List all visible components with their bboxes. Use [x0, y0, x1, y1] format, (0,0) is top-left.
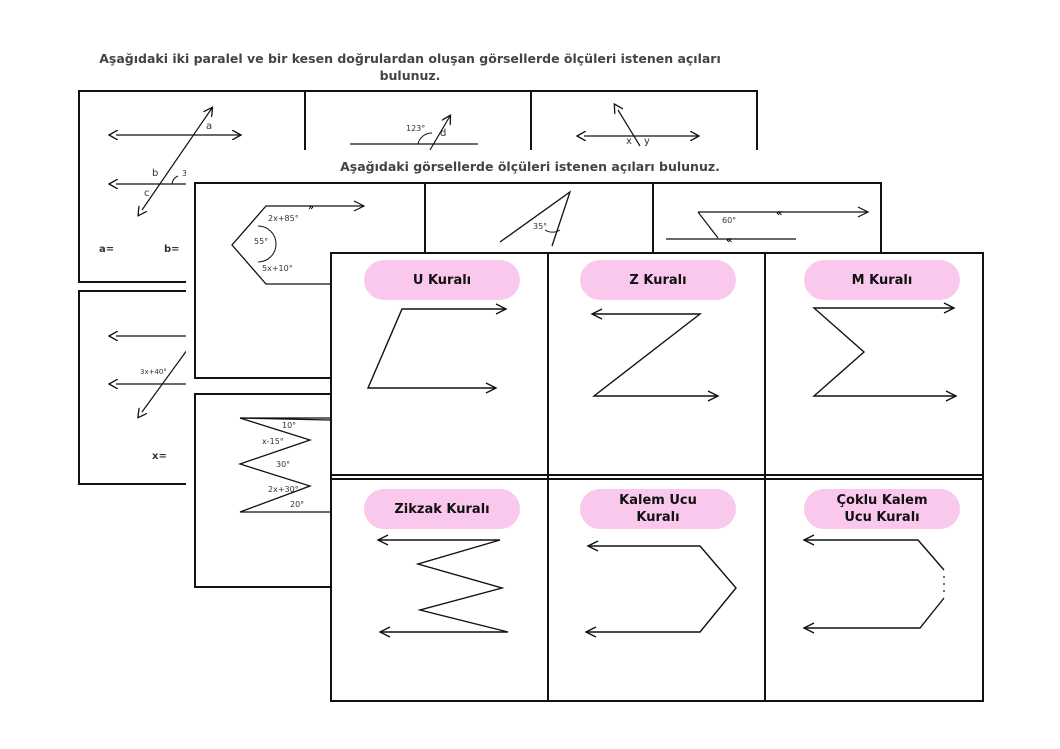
label-5x10: 5x+10° [262, 264, 293, 273]
m-shape [812, 307, 956, 397]
zigzag-shape [378, 539, 509, 633]
answer-x: x= [152, 451, 167, 462]
rule-pill-coklu-kalem-ucu: Çoklu Kalem Ucu Kuralı [804, 489, 960, 529]
label-c: c [144, 188, 150, 199]
label-55: 55° [254, 237, 269, 246]
rules-card [330, 252, 984, 702]
svg-text:«: « [726, 235, 732, 246]
label-x-15: x-15° [262, 437, 284, 446]
label-2x30: 2x+30° [268, 485, 299, 494]
rules-divider-h2 [330, 478, 984, 480]
label-d: d [440, 128, 447, 139]
label-30: 30° [276, 460, 291, 469]
label-20: 20° [290, 500, 305, 509]
back-title-line2: bulunuz. [379, 68, 441, 83]
label-a: a [206, 121, 213, 132]
label-b: b [152, 168, 159, 179]
rule-pill-m: M Kuralı [804, 260, 960, 300]
svg-text:»: » [308, 203, 314, 213]
label-35: 35° [533, 222, 548, 231]
label-3: 3 [182, 169, 188, 178]
answer-a: a= [99, 244, 115, 255]
multipen-shape-bottom [804, 597, 945, 629]
rules-divider-h [330, 474, 984, 476]
multipen-shape-top [804, 539, 945, 571]
rule-pill-kalem-ucu: Kalem Ucu Kuralı [580, 489, 736, 529]
answer-b: b= [164, 244, 180, 255]
label-3x40: 3x+40° [140, 368, 167, 376]
back-title-line1: Aşağıdaki iki paralel ve bir kesen doğru… [99, 51, 721, 66]
label-y: y [644, 136, 650, 147]
label-60: 60° [722, 216, 737, 225]
middle-worksheet-title: Aşağıdaki görsellerde ölçüleri istenen a… [340, 159, 720, 174]
rule-pill-z: Z Kuralı [580, 260, 736, 300]
pen-shape [586, 545, 737, 633]
rules-divider-v1 [547, 252, 549, 702]
z-shape [591, 313, 718, 397]
u-shape [366, 308, 506, 389]
label-10: 10° [282, 421, 297, 430]
label-123: 123° [406, 124, 426, 133]
label-x: x [626, 136, 632, 147]
back-worksheet-title: Aşağıdaki iki paralel ve bir kesen doğru… [90, 50, 730, 84]
svg-text:«: « [776, 208, 782, 219]
rule-pill-u: U Kuralı [364, 260, 520, 300]
rule-pill-zikzak: Zikzak Kuralı [364, 489, 520, 529]
rules-divider-v2 [764, 252, 766, 702]
label-2x85: 2x+85° [268, 214, 299, 223]
